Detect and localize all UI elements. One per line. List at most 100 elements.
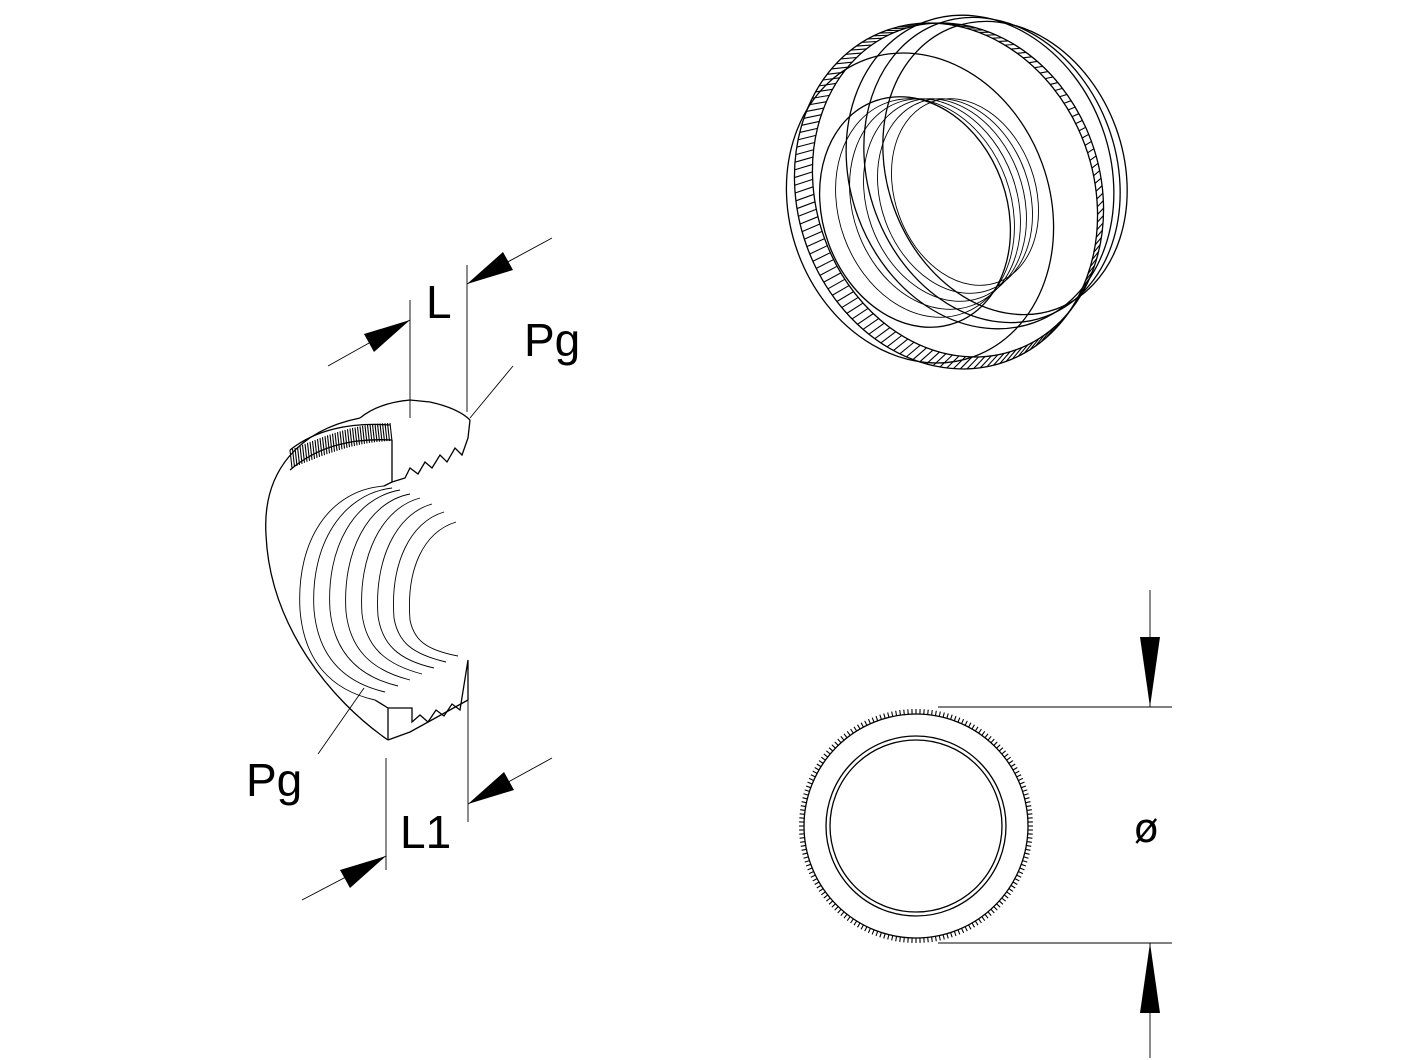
knurl-tick <box>851 308 869 320</box>
knurl-tick <box>810 774 816 778</box>
knurl-tick <box>1071 113 1080 118</box>
knurl-tick <box>968 722 972 728</box>
knurl-tick <box>1045 76 1054 80</box>
knurl-tick <box>1016 874 1022 878</box>
knurl-tick <box>993 741 998 746</box>
knurl-tick <box>801 848 807 851</box>
knurl-tick <box>1024 797 1030 800</box>
knurl-tick <box>1021 863 1027 867</box>
knurl-tick <box>1025 848 1031 851</box>
knurl-tick <box>1093 244 1101 253</box>
knurl-tick <box>799 216 819 225</box>
knurl-tick <box>939 354 953 368</box>
knurl-tick <box>1054 87 1063 92</box>
knurl-tick <box>871 929 875 935</box>
knurl-tick <box>1078 126 1086 132</box>
knurl-tick <box>311 440 316 459</box>
knurl-tick <box>978 918 982 924</box>
knurl-tick <box>800 809 806 811</box>
knurl-tick <box>1096 200 1104 208</box>
section-knurl <box>289 422 393 469</box>
knurl-tick <box>301 444 306 463</box>
dimension-l: L <box>327 237 553 418</box>
knurl-tick <box>998 40 1009 43</box>
knurl-tick <box>831 66 848 70</box>
knurl-tick <box>1014 770 1020 774</box>
knurl-tick <box>1026 841 1032 843</box>
knurl-tick <box>1010 884 1016 889</box>
knurl-tick <box>990 738 995 744</box>
knurl-tick <box>919 349 934 363</box>
knurl-tick <box>1023 856 1029 859</box>
knurl-tick <box>862 318 879 330</box>
knurl-tick <box>341 430 346 449</box>
knurl-tick <box>823 894 829 899</box>
knurl-tick <box>336 432 341 451</box>
knurl-tick <box>371 424 376 443</box>
knurl-tick <box>950 932 953 938</box>
knurl-tick <box>979 355 992 369</box>
knurl-tick <box>879 932 882 938</box>
knurl-tick <box>887 934 890 940</box>
knurl-tick <box>364 425 368 444</box>
knurl-tick <box>1081 133 1089 139</box>
knurl-tick <box>1035 334 1045 347</box>
knurl-tick <box>1003 753 1009 758</box>
knurl-tick <box>1001 750 1006 755</box>
knurl-tick <box>857 724 861 730</box>
knurl-tick <box>319 437 323 457</box>
knurl-tick <box>306 442 311 461</box>
knurl-tick <box>891 935 894 941</box>
knurl-tick <box>984 913 989 919</box>
knurl-tick <box>794 156 814 163</box>
knurl-tick <box>802 852 808 855</box>
knurl-tick <box>334 432 338 451</box>
knurl-tick <box>1029 338 1040 351</box>
knurl-tick <box>823 272 842 283</box>
knurl-tick <box>799 837 805 839</box>
knurl-tick <box>1017 51 1027 54</box>
knurl-tick <box>850 918 854 924</box>
knurl-tick <box>794 186 814 194</box>
knurl-tick <box>964 926 968 932</box>
knurl-tick <box>837 738 842 744</box>
knurl-tick <box>802 797 808 800</box>
knurl-tick <box>966 356 979 370</box>
knurl-tick <box>1096 222 1104 231</box>
knurl-tick <box>931 936 933 942</box>
knurl-tick <box>1023 793 1029 796</box>
knurl-tick <box>801 801 807 804</box>
knurl-tick <box>925 351 940 365</box>
knurl-tick <box>968 924 972 930</box>
knurl-tick <box>1050 82 1058 85</box>
knurl-tick <box>1027 837 1033 839</box>
knurl-tick <box>1067 106 1076 111</box>
knurl-tick <box>804 789 810 792</box>
knurl-tick <box>309 441 313 460</box>
knurl-tick <box>1021 785 1027 789</box>
knurl-tick <box>857 313 874 325</box>
knurl-tick <box>875 931 879 937</box>
knurl-tick <box>818 888 824 892</box>
knurl-tick <box>1097 215 1104 223</box>
knurl-tick <box>796 201 816 210</box>
knurl-tick <box>942 712 945 718</box>
knurl-tick <box>807 867 813 871</box>
knurl-tick <box>826 897 831 902</box>
knurl-tick <box>978 728 982 734</box>
knurl-tick <box>895 936 898 942</box>
knurl-tick <box>819 265 838 276</box>
knurl-tick <box>361 425 366 444</box>
knurl-tick <box>376 423 381 442</box>
arrow-l-left <box>364 320 410 352</box>
knurl-tick <box>981 731 986 736</box>
knurl-tick <box>831 744 836 749</box>
knurl-tick <box>1097 207 1104 215</box>
knurl-tick <box>867 928 871 934</box>
knurl-tick <box>996 744 1001 749</box>
knurl-tick <box>291 448 296 468</box>
knurl-tick <box>822 77 840 81</box>
knurl-tick <box>1022 789 1028 792</box>
knurl-tick <box>807 781 813 785</box>
knurl-tick <box>804 860 810 863</box>
